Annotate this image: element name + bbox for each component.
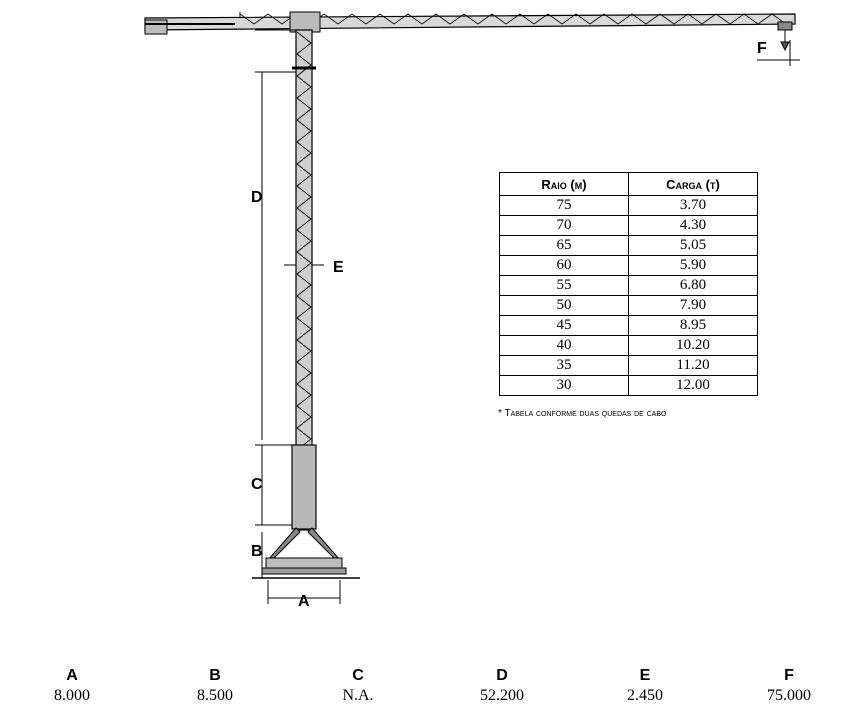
- load-cell: 12.00: [628, 375, 758, 396]
- spec-c: C N.A.: [298, 666, 418, 706]
- radius-cell: 70: [499, 215, 629, 236]
- jib: [144, 11, 796, 52]
- spec-value: 52.200: [480, 687, 524, 704]
- load-table-header: Raio (m) Carga (t): [499, 172, 758, 196]
- load-cell: 5.90: [628, 255, 758, 276]
- load-cell: 11.20: [628, 355, 758, 376]
- label-b: B: [251, 543, 263, 560]
- label-a: A: [298, 593, 310, 610]
- spec-e: E 2.450: [585, 666, 705, 706]
- load-cell: 5.05: [628, 235, 758, 256]
- load-cell: 3.70: [628, 195, 758, 216]
- radius-cell: 40: [499, 335, 629, 356]
- radius-cell: 35: [499, 355, 629, 376]
- spec-key: D: [496, 667, 508, 684]
- label-f: F: [757, 40, 767, 57]
- table-note: * Tabela conforme duas quedas de cabo: [498, 408, 667, 419]
- spec-key: A: [66, 667, 78, 684]
- spec-b: B 8.500: [155, 666, 275, 706]
- header-load: Carga (t): [628, 172, 758, 196]
- spec-key: C: [352, 667, 364, 684]
- spec-key: E: [639, 667, 651, 684]
- spec-f: F 75.000: [729, 666, 849, 706]
- label-c: C: [251, 476, 263, 493]
- spec-a: A 8.000: [12, 666, 132, 706]
- spec-value: 75.000: [767, 687, 811, 704]
- load-cell: 6.80: [628, 275, 758, 296]
- spec-key: B: [209, 667, 221, 684]
- load-cell: 7.90: [628, 295, 758, 316]
- radius-cell: 30: [499, 375, 629, 396]
- spec-value: 8.000: [54, 687, 90, 704]
- label-e: E: [333, 259, 344, 276]
- crane-base: [252, 527, 360, 579]
- spec-d: D 52.200: [442, 666, 562, 706]
- radius-cell: 75: [499, 195, 629, 216]
- radius-cell: 50: [499, 295, 629, 316]
- load-cell: 4.30: [628, 215, 758, 236]
- load-cell: 10.20: [628, 335, 758, 356]
- dimension-lines: [255, 29, 800, 604]
- label-d: D: [251, 189, 263, 206]
- header-radius: Raio (m): [499, 172, 629, 196]
- spec-value: 2.450: [627, 687, 663, 704]
- radius-cell: 55: [499, 275, 629, 296]
- mast: [291, 29, 317, 531]
- spec-value: 8.500: [197, 687, 233, 704]
- radius-cell: 65: [499, 235, 629, 256]
- radius-cell: 45: [499, 315, 629, 336]
- spec-value: N.A.: [342, 687, 374, 704]
- load-cell: 8.95: [628, 315, 758, 336]
- spec-key: F: [784, 667, 794, 684]
- radius-cell: 60: [499, 255, 629, 276]
